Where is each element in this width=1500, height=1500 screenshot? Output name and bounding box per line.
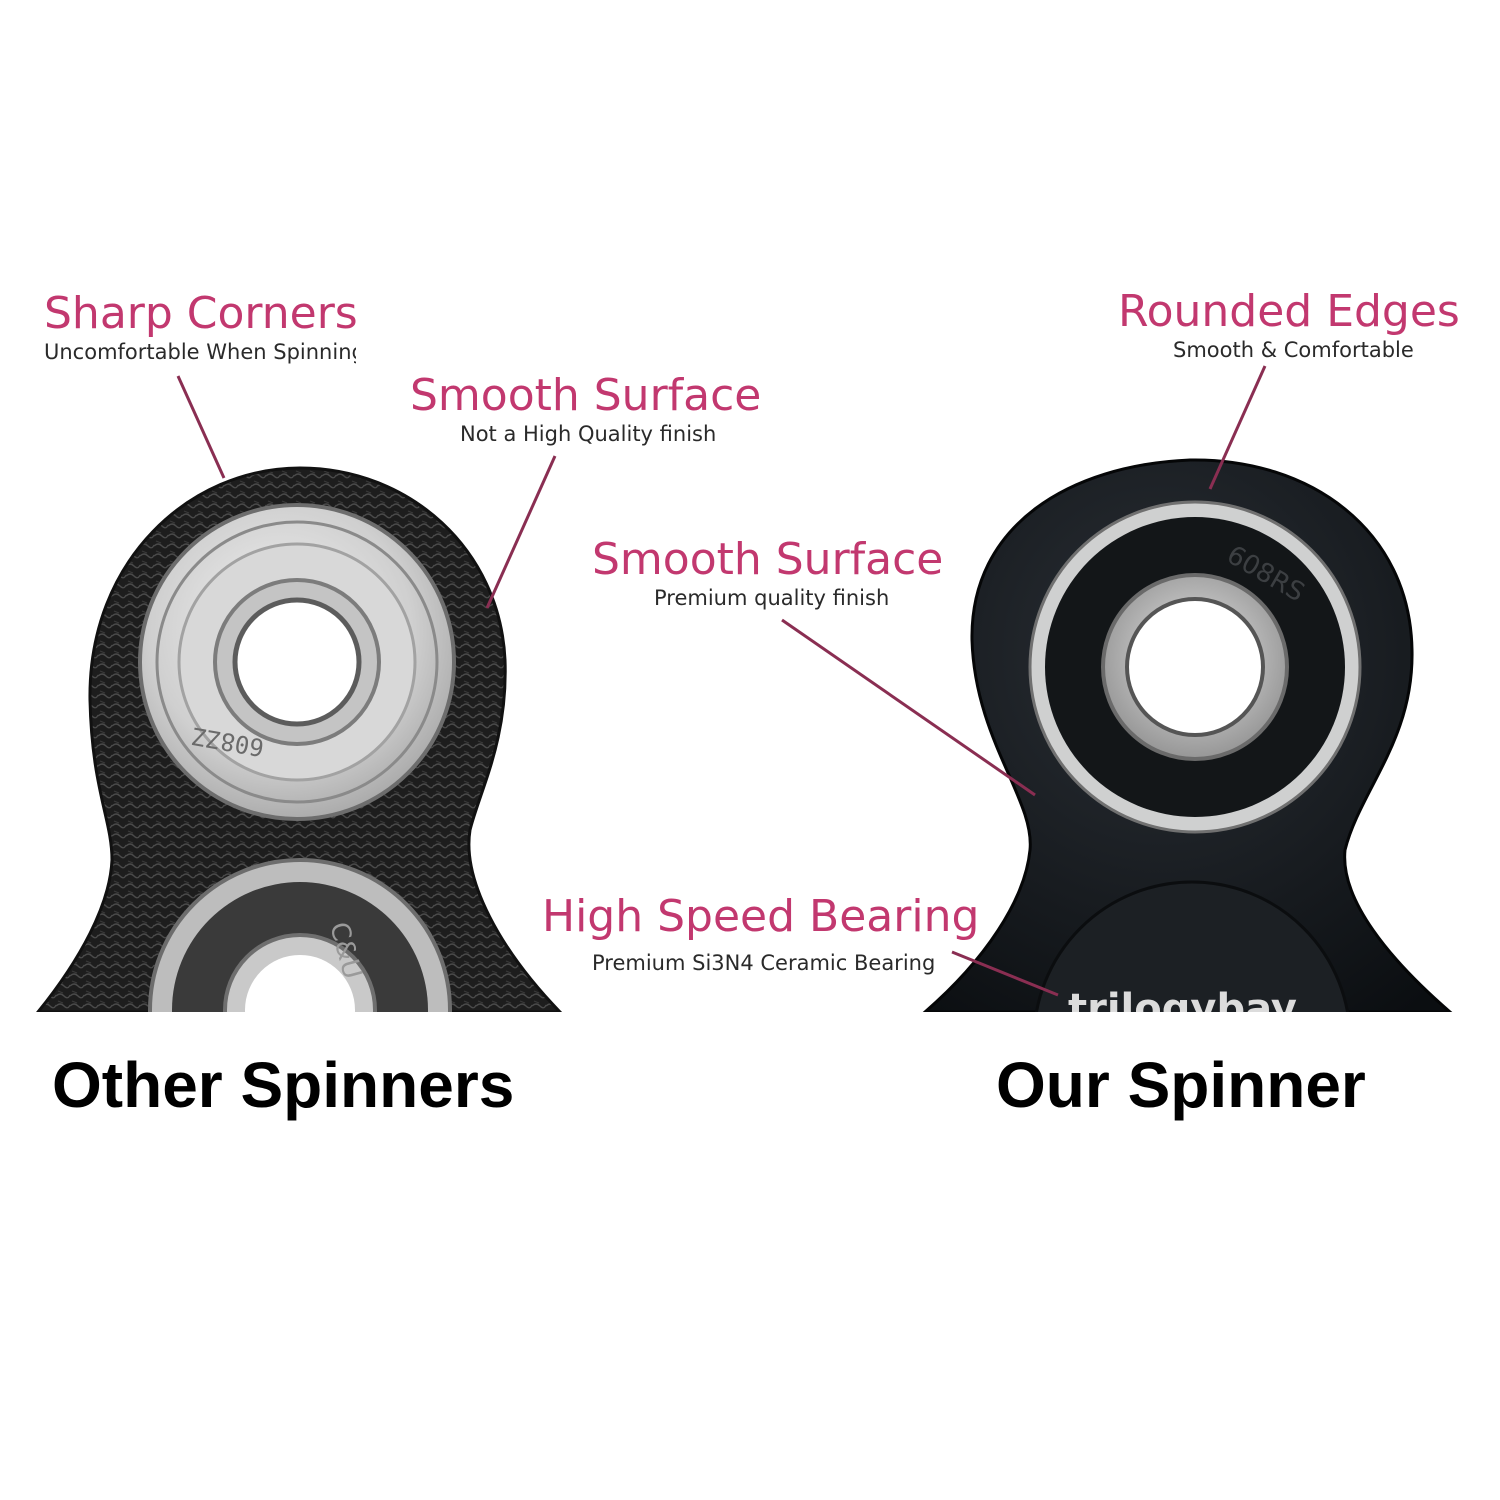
- our-bearing-hole: [1125, 597, 1265, 737]
- other-bearing-hole: [232, 597, 362, 727]
- callout-subtitle: Premium quality finish: [654, 586, 890, 610]
- callout-subtitle: Uncomfortable When Spinning: [44, 340, 356, 364]
- our-spinner-image: 608RS trilogybay: [922, 458, 1453, 1032]
- caption-our-spinner: Our Spinner: [996, 1049, 1366, 1121]
- leader-high-speed-bearing: [951, 950, 1059, 997]
- callout-title: Sharp Corners: [44, 288, 358, 339]
- callout-smooth-surface-ours: Smooth Surface Premium quality finish: [592, 535, 943, 611]
- callout-title: Smooth Surface: [410, 370, 762, 421]
- callout-smooth-surface-other: Smooth Surface Not a High Quality finish: [410, 371, 761, 447]
- callout-sharp-corners: Sharp Corners Uncomfortable When Spinnin…: [44, 289, 358, 365]
- callout-rounded-edges: Rounded Edges Smooth & Comfortable: [1118, 287, 1460, 363]
- callout-title: High Speed Bearing: [542, 891, 980, 942]
- our-lower-cap: [1034, 880, 1350, 1012]
- callout-high-speed-bearing: High Speed Bearing Premium Si3N4 Ceramic…: [542, 892, 979, 976]
- leader-smooth-surface-ours: [781, 618, 1036, 797]
- callout-title: Rounded Edges: [1118, 286, 1460, 337]
- callout-subtitle: Not a High Quality finish: [460, 422, 717, 446]
- leader-rounded-edges: [1208, 365, 1267, 490]
- our-brand-text: trilogybay: [1068, 986, 1297, 1032]
- caption-other-spinners: Other Spinners: [52, 1049, 515, 1121]
- callout-subtitle: Premium Si3N4 Ceramic Bearing: [592, 951, 936, 975]
- other-spinner-image: 608ZZ C&U: [36, 466, 563, 1012]
- leader-sharp-corners: [176, 375, 226, 479]
- callout-subtitle: Smooth & Comfortable: [1173, 338, 1414, 362]
- callout-title: Smooth Surface: [592, 534, 944, 585]
- leader-smooth-surface-other: [485, 455, 557, 609]
- leader-lines: [176, 365, 1267, 997]
